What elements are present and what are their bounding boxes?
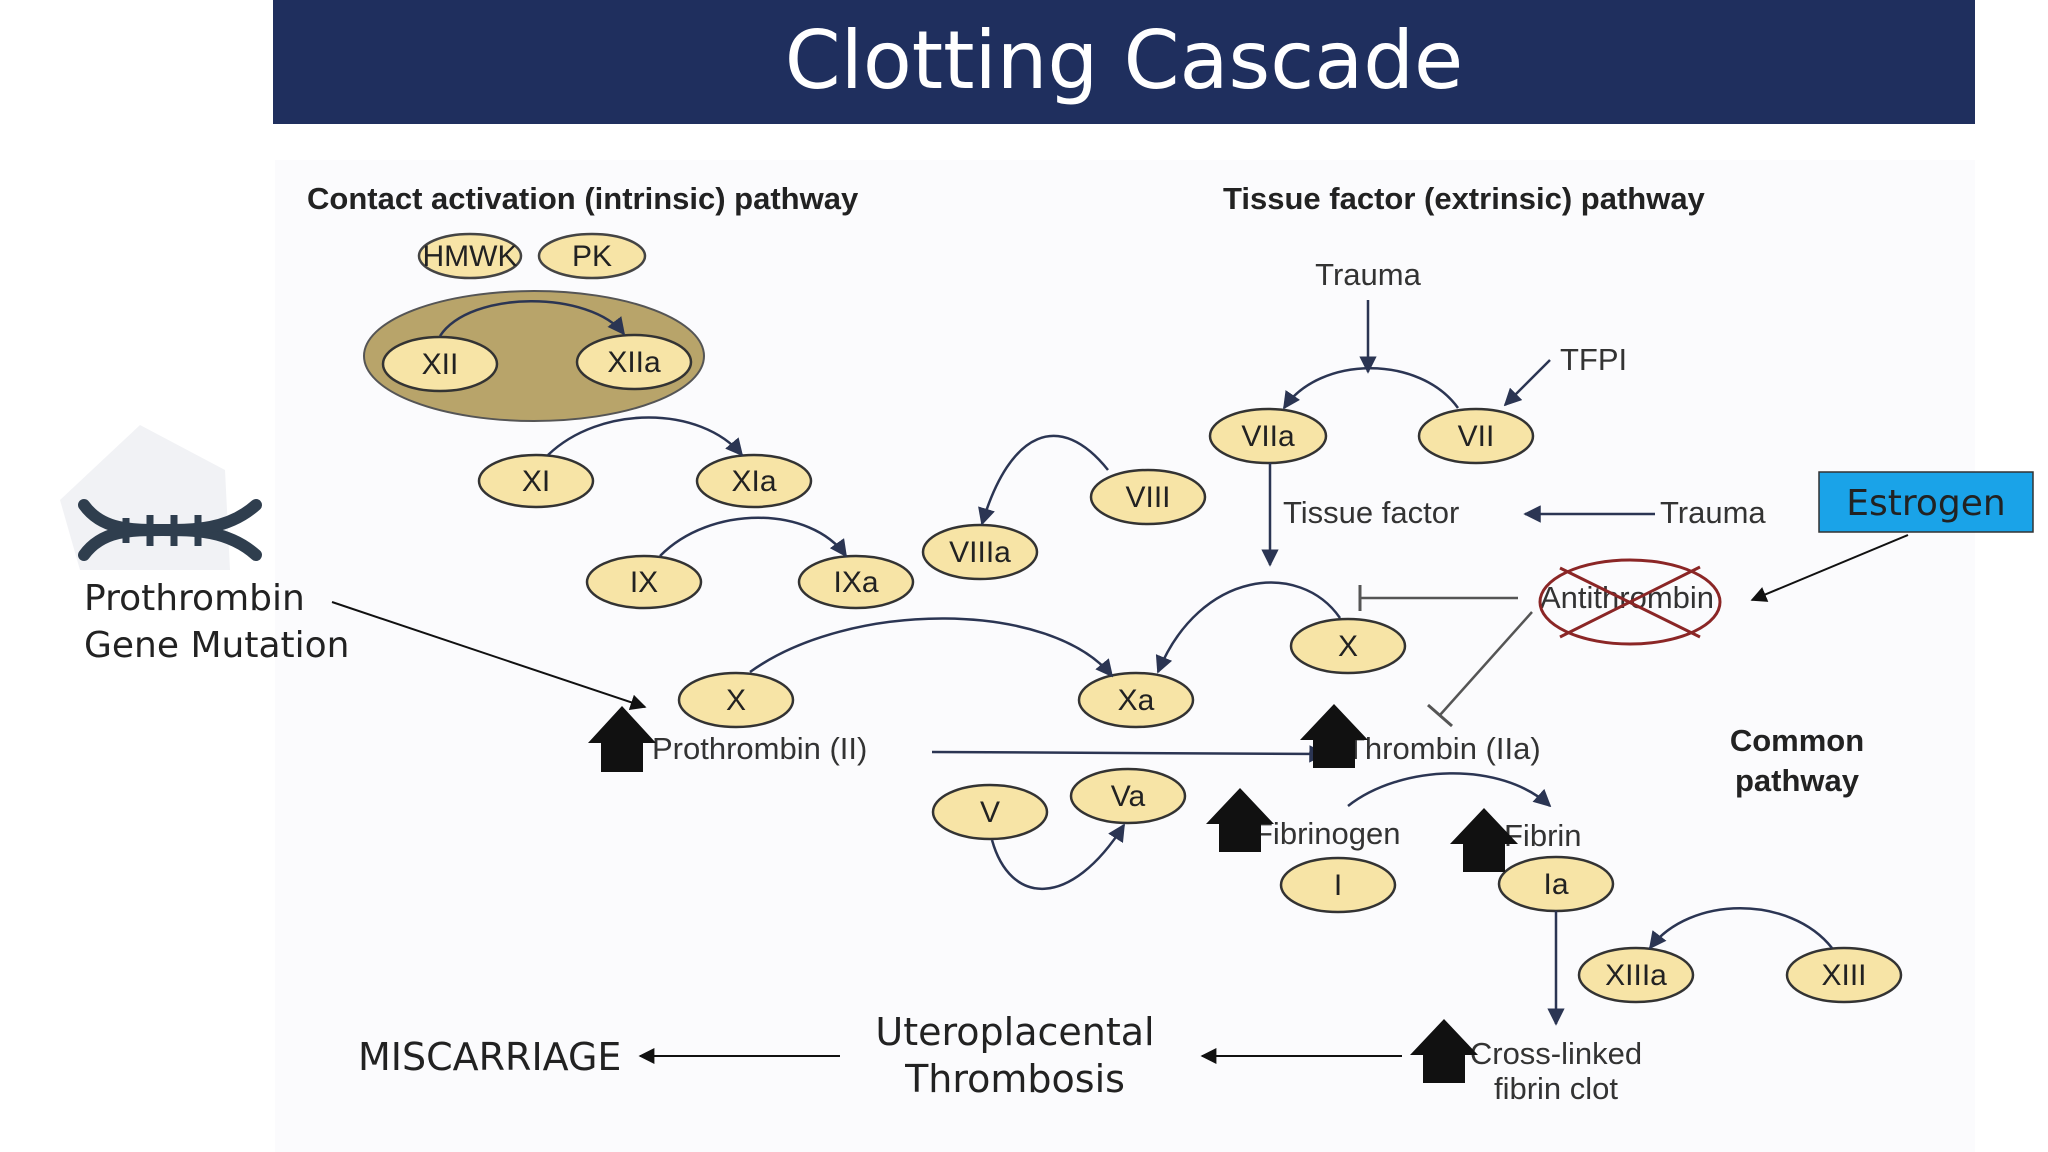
vii-to-viia-arrow	[1282, 367, 1460, 410]
prothrombin-label: Prothrombin (II)	[652, 731, 867, 766]
fibrinogen-increase-arrow-icon	[1206, 788, 1274, 852]
xiii-to-xiiia-arrow	[1648, 907, 1833, 950]
intrinsic-pathway-header: Contact activation (intrinsic) pathway	[307, 181, 859, 216]
hmwk-label: HMWK	[423, 240, 518, 273]
vii-oval	[1417, 407, 1535, 465]
va-label: Va	[1111, 780, 1146, 813]
estrogen-box	[1818, 471, 2034, 533]
v-to-va-arrow	[990, 823, 1126, 890]
viii-to-viiia-arrow	[978, 434, 1109, 526]
miscarriage-label: MISCARRIAGE	[358, 1035, 621, 1079]
i-label: I	[1334, 869, 1342, 902]
va-oval	[1069, 767, 1187, 825]
fibrinogen-to-fibrin-arrow	[1347, 772, 1552, 808]
dna-icon	[60, 425, 262, 570]
antithrombin-cross-line-2	[1559, 565, 1701, 639]
ix-to-ixa-arrow	[659, 516, 848, 558]
mutation-label-line2: Gene Mutation	[84, 625, 349, 666]
x-right-label: X	[1338, 630, 1358, 663]
xiia-oval	[575, 333, 693, 391]
tfpi-label: TFPI	[1560, 342, 1627, 377]
tissue-factor-label: Tissue factor	[1283, 495, 1459, 530]
estrogen-to-antithrombin-arrow	[1750, 534, 1909, 602]
crosslinked-label-line2: fibrin clot	[1494, 1071, 1618, 1106]
xii-to-xiia-arrow	[438, 300, 626, 337]
thrombosis-label-line1: Uteroplacental	[875, 1010, 1154, 1054]
xi-oval	[477, 453, 595, 509]
x-left-oval	[677, 671, 795, 729]
prothrombin-increase-arrow-icon	[588, 706, 656, 772]
trauma-top-label: Trauma	[1315, 257, 1421, 292]
pk-label: PK	[572, 240, 612, 273]
xiiia-label: XIIIa	[1605, 959, 1667, 992]
ia-label: Ia	[1543, 868, 1568, 901]
xiia-label: XIIa	[607, 346, 661, 379]
fibrinogen-label: Fibrinogen	[1254, 816, 1400, 851]
antithrombin-cross-circle	[1538, 558, 1722, 646]
antithrombin-to-thrombin-line	[1439, 611, 1533, 716]
xia-label: XIa	[731, 465, 776, 498]
antithrombin-label: Antithrombin	[1540, 580, 1714, 615]
ixa-label: IXa	[833, 566, 878, 599]
v-oval	[931, 783, 1049, 841]
thrombin-increase-arrow-icon	[1300, 704, 1368, 768]
v-label: V	[980, 796, 1000, 829]
fibrin-increase-arrow-icon	[1450, 808, 1518, 872]
title-banner: Clotting Cascade	[273, 0, 1975, 124]
page-title: Clotting Cascade	[784, 14, 1464, 107]
estrogen-label: Estrogen	[1846, 483, 2005, 524]
tfpi-arrow	[1503, 359, 1551, 407]
extrinsic-pathway-header: Tissue factor (extrinsic) pathway	[1223, 181, 1706, 216]
i-oval	[1279, 856, 1397, 914]
trauma-right-label: Trauma	[1660, 495, 1766, 530]
ix-label: IX	[630, 566, 658, 599]
pk-oval	[537, 232, 647, 280]
antithrombin-to-thrombin-bar	[1427, 703, 1453, 728]
x-left-label: X	[726, 684, 746, 717]
clot-increase-arrow-icon	[1410, 1019, 1478, 1083]
ixa-oval	[797, 554, 915, 610]
x-left-to-xa-arrow	[749, 617, 1114, 678]
common-pathway-header-line1: Common	[1730, 723, 1864, 758]
common-pathway-header-line2: pathway	[1735, 763, 1860, 798]
x-right-oval	[1289, 617, 1407, 675]
ix-oval	[585, 554, 703, 610]
mutation-to-prothrombin-arrow	[331, 601, 647, 711]
xii-oval	[381, 335, 499, 393]
xia-oval	[695, 453, 813, 509]
xiiia-oval	[1577, 946, 1695, 1004]
thrombin-label: Thrombin (IIa)	[1346, 731, 1541, 766]
viii-oval	[1089, 468, 1207, 526]
viia-oval	[1208, 407, 1328, 465]
xi-to-xia-arrow	[547, 416, 744, 457]
thrombosis-label-line2: Thrombosis	[904, 1057, 1125, 1101]
fibrin-label: Fibrin	[1504, 818, 1582, 853]
xiii-oval	[1785, 946, 1903, 1004]
hmwk-oval	[417, 232, 523, 280]
crosslinked-label-line1: Cross-linked	[1470, 1036, 1642, 1071]
x-right-to-xa-arrow	[1155, 581, 1342, 674]
xi-label: XI	[522, 465, 550, 498]
vii-label: VII	[1458, 420, 1495, 453]
xa-label: Xa	[1118, 684, 1155, 717]
xa-oval	[1077, 671, 1195, 729]
xiii-label: XIII	[1821, 959, 1866, 992]
viii-label: VIII	[1125, 481, 1170, 514]
prothrombin-to-thrombin-arrow	[931, 745, 1327, 763]
mutation-label-line1: Prothrombin	[84, 578, 305, 619]
viia-label: VIIa	[1241, 420, 1295, 453]
viiia-label: VIIIa	[949, 536, 1011, 569]
xii-label: XII	[422, 348, 459, 381]
